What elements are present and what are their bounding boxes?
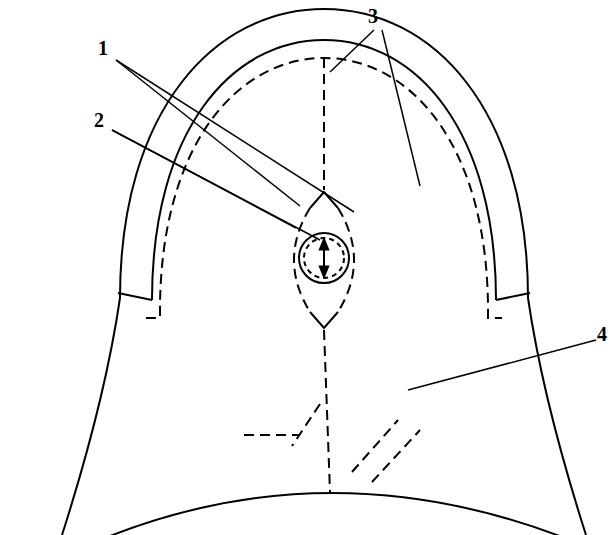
outer-outline [120,9,528,298]
bottom-curve [100,493,570,535]
dashed-mark [292,404,320,446]
leader-line [116,60,354,212]
leader-line [408,340,596,390]
incision-v [310,192,338,208]
body-side-line [62,298,120,535]
midline-dashed [324,330,330,492]
band-inner-edge [152,40,496,300]
callout-number: 1 [98,38,108,58]
callout-number: 4 [597,324,607,344]
dashed-mark [372,430,420,482]
callout-number: 3 [368,6,378,26]
dashed-mark [352,420,398,472]
leader-line [382,30,420,186]
midline-dashed [323,58,325,190]
band-cap [118,293,152,300]
band-cap [496,293,530,300]
body-side-line [528,298,586,535]
dashed-mark [244,434,300,436]
incision-v [310,312,338,328]
callout-number: 2 [94,110,104,130]
lens-dashed [338,208,354,312]
leader-line [330,30,374,72]
leader-line [112,130,320,240]
inner-circle-dashed [304,238,344,278]
lens-dashed [294,208,310,312]
dashed-arch [146,58,502,318]
double-arrow [323,238,325,278]
opening-circle [299,233,349,283]
leader-line [116,60,300,206]
